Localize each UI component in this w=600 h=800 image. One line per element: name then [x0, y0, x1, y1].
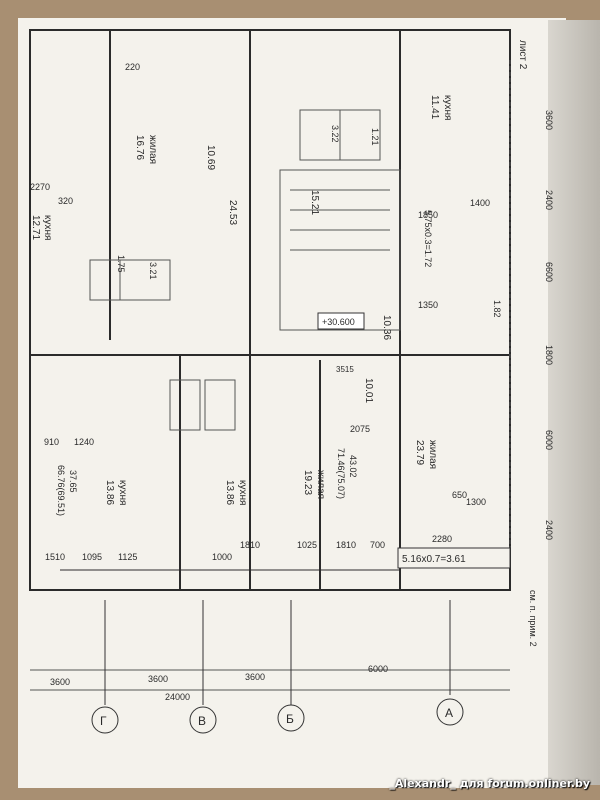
svg-text:13.86: 13.86: [104, 480, 115, 505]
dim-right-1: 3600: [544, 110, 554, 130]
room-7: кухня 12.71: [30, 215, 53, 240]
dim-bottom-total: 24000: [165, 692, 190, 702]
svg-text:16.76: 16.76: [134, 135, 145, 160]
dim-misc-3: 1125: [118, 552, 137, 562]
area-a1: 10.69: [205, 145, 216, 170]
dim-right-5: 6000: [544, 430, 554, 450]
dim-misc-6: 1025: [297, 540, 317, 550]
area-a2: 24.53: [227, 200, 238, 225]
svg-text:жилая: жилая: [427, 440, 438, 469]
area-a5: 10.01: [363, 378, 374, 403]
watermark: _Alexandr_ для forum.onliner.by: [389, 777, 590, 790]
dim-misc-18: 1350: [418, 300, 438, 310]
room-1: жилая 16.76: [134, 135, 158, 164]
svg-text:19.23: 19.23: [302, 470, 313, 495]
dim-right-2: 2400: [544, 190, 554, 210]
dim-misc-17: 1850: [418, 210, 438, 220]
dim-bottom-1: 3600: [50, 677, 70, 687]
apt-area-1-total: 66.76(69.51): [56, 465, 66, 516]
area-a6: 3.22: [330, 125, 340, 143]
dim-bottom-3: 3600: [245, 672, 265, 682]
apt-area-2: 43.02: [348, 455, 358, 478]
area-a9: 1.21: [370, 128, 380, 146]
apt-area-2-total: 71.46(75.07): [336, 448, 346, 499]
dim-misc-10: 1300: [466, 497, 486, 507]
dim-bottom-4: 6000: [368, 664, 388, 674]
dim-misc-14: 2075: [350, 424, 370, 434]
svg-text:23.79: 23.79: [414, 440, 425, 465]
svg-text:кухня: кухня: [42, 215, 53, 240]
svg-text:11.41: 11.41: [429, 95, 440, 120]
sheet-note: см. п. прим. 2: [528, 590, 538, 647]
dim-misc-15: 3515: [336, 365, 354, 374]
area-a3: 15.21: [309, 190, 320, 215]
dim-misc-19: 2270: [30, 182, 50, 192]
stair-area-label: 5.75x0.3=1.72: [423, 210, 433, 267]
sheet-top-label: лист 2: [517, 40, 528, 70]
dim-misc-21: 220: [125, 62, 140, 72]
area-a7: 1.75: [116, 255, 126, 273]
axis-g-label: Г: [100, 714, 107, 728]
svg-text:кухня: кухня: [442, 95, 453, 120]
axis-v-label: В: [198, 714, 206, 728]
svg-text:13.86: 13.86: [224, 480, 235, 505]
interior-lines: [30, 60, 511, 691]
apt-area-1: 37.65: [68, 470, 78, 493]
area-a4: 10.36: [381, 315, 392, 340]
dim-misc-1: 1510: [45, 552, 65, 562]
room-5: кухня 13.86: [104, 480, 128, 505]
dim-misc-4: 1000: [212, 552, 232, 562]
svg-text:жилая: жилая: [315, 470, 326, 499]
dim-misc-2: 1095: [82, 552, 102, 562]
level-mark: +30.600: [322, 317, 355, 327]
dim-right-4: 1800: [544, 345, 554, 365]
dim-misc-11: 650: [452, 490, 467, 500]
svg-text:12.71: 12.71: [30, 215, 41, 240]
axis-markers: [91, 600, 464, 734]
dim-misc-8: 700: [370, 540, 385, 550]
dim-misc-5: 1810: [240, 540, 260, 550]
balcony-label: 5.16x0.7=3.61: [402, 554, 466, 565]
room-3: жилая 19.23: [302, 470, 326, 499]
room-4: жилая 23.79: [414, 440, 438, 469]
level-box: [317, 312, 365, 330]
svg-text:жилая: жилая: [147, 135, 158, 164]
dim-misc-7: 1810: [336, 540, 356, 550]
area-a8: 3.21: [148, 262, 158, 280]
svg-text:кухня: кухня: [117, 480, 128, 505]
dim-misc-9: 2280: [432, 534, 452, 544]
dim-bottom-2: 3600: [148, 674, 168, 684]
dim-right-6: 2400: [544, 520, 554, 540]
dim-misc-13: 1240: [74, 437, 94, 447]
axis-a-label: А: [445, 706, 453, 720]
room-6: кухня 13.86: [224, 480, 248, 505]
dim-right-3: 6600: [544, 262, 554, 282]
sheet-curl-shadow: [548, 20, 600, 785]
axis-b-label: Б: [286, 712, 294, 726]
room-2: кухня 11.41: [429, 95, 453, 120]
dim-misc-20: 320: [58, 196, 73, 206]
svg-text:кухня: кухня: [237, 480, 248, 505]
dim-misc-12: 910: [44, 437, 59, 447]
area-a10: 1.82: [492, 300, 502, 318]
dim-misc-16: 1400: [470, 198, 490, 208]
balcony-box: [397, 547, 511, 569]
